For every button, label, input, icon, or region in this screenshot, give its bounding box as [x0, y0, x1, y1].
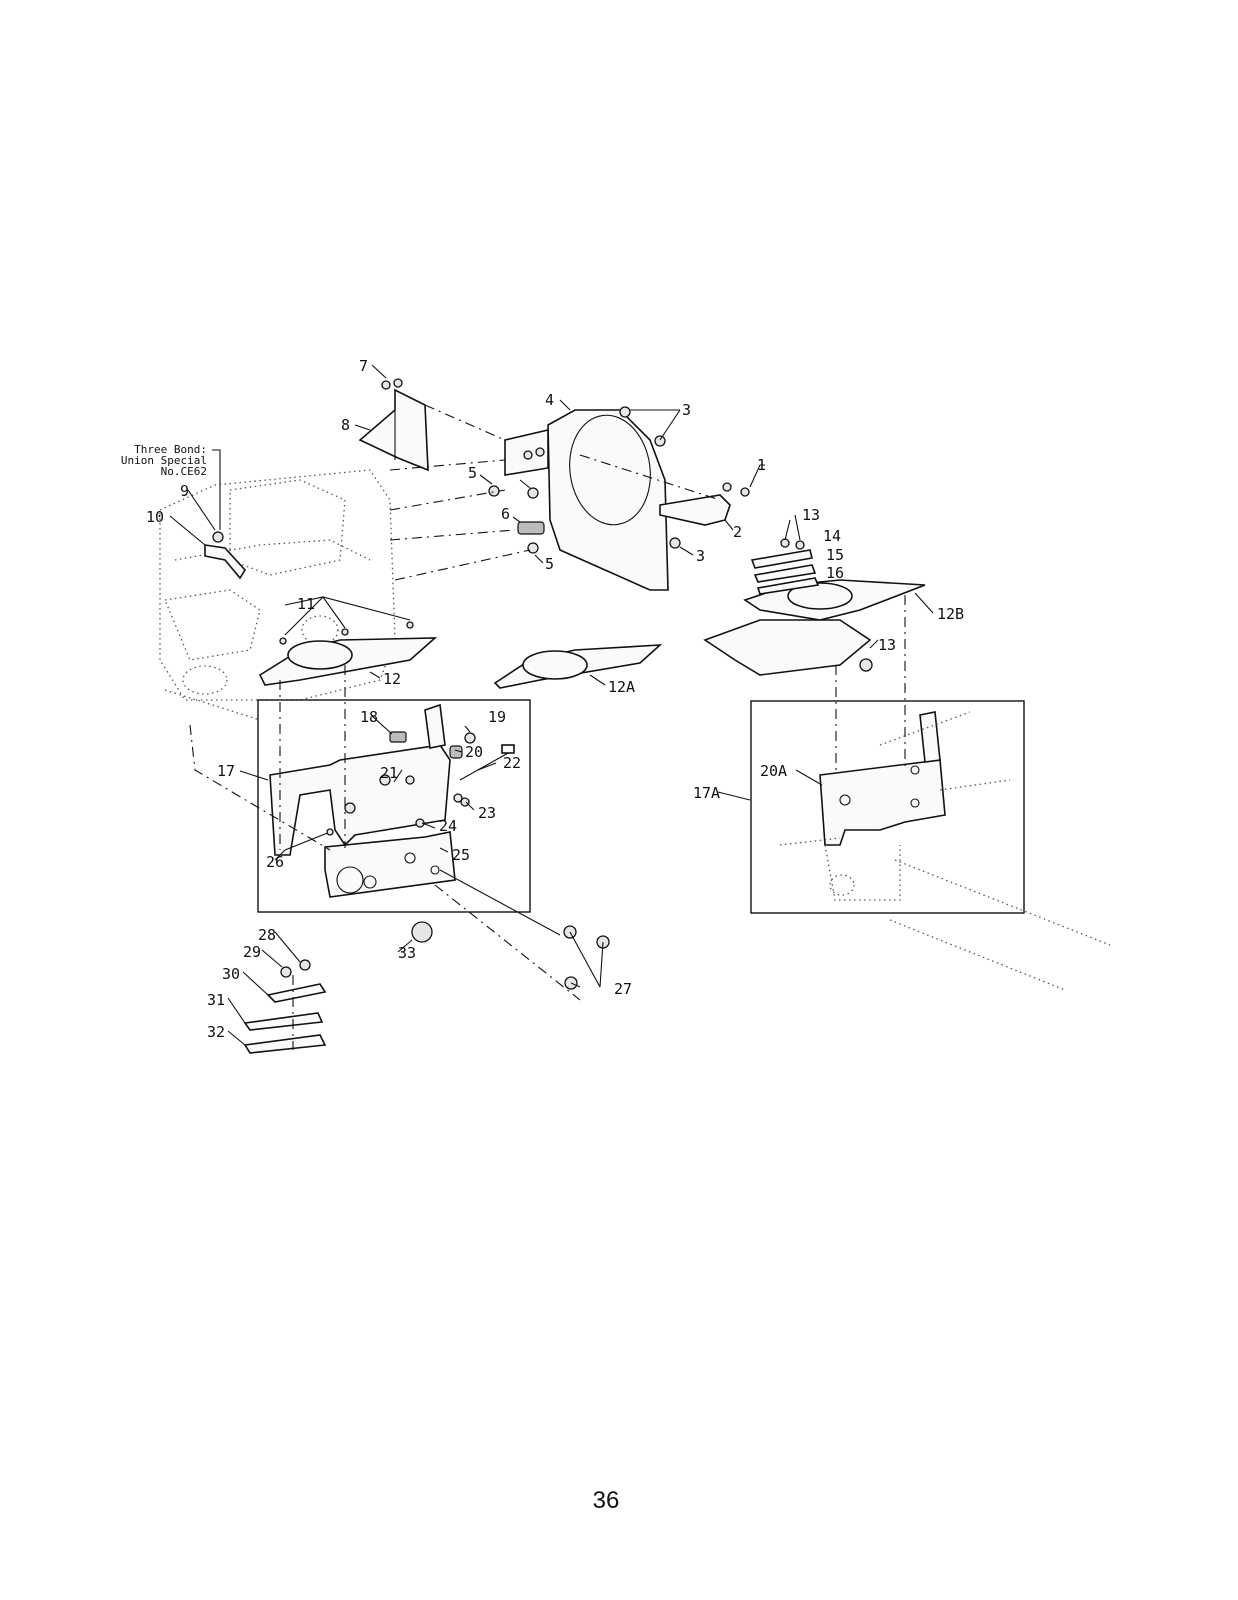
alignment-lines-top: [389, 404, 721, 581]
plate-parts-13-16: [750, 538, 873, 672]
feed-plate-part-12: [258, 621, 438, 686]
label-8: 8: [341, 416, 350, 434]
label-19: 19: [488, 708, 506, 726]
label-28: 28: [258, 926, 276, 944]
label-11: 11: [297, 595, 315, 613]
label-3-top: 3: [682, 401, 691, 419]
label-27: 27: [614, 980, 632, 998]
plug-part-33: [411, 921, 433, 943]
label-5-top: 5: [468, 464, 477, 482]
parts-18-24: [389, 731, 515, 828]
label-17: 17: [217, 762, 235, 780]
lever-part-10: [204, 531, 246, 580]
feed-bar-part-17A: [779, 711, 1111, 991]
label-29: 29: [243, 943, 261, 961]
screws-3-5-6: [488, 406, 681, 554]
parts-28-32: [243, 959, 327, 1054]
label-15: 15: [826, 546, 844, 564]
alignment-lines-17A: [835, 595, 906, 770]
label-25: 25: [452, 846, 470, 864]
note-line-1: Three Bond:: [134, 443, 207, 456]
assembly-frame-17A: [750, 700, 1025, 914]
label-7: 7: [359, 357, 368, 375]
label-1: 1: [757, 456, 766, 474]
label-3-bottom: 3: [696, 547, 705, 565]
label-12B: 12B: [937, 605, 964, 623]
label-18: 18: [360, 708, 378, 726]
feed-plate-part-12A: [493, 644, 663, 689]
label-33: 33: [398, 944, 416, 962]
bracket-part-2: [659, 482, 750, 526]
label-26: 26: [266, 853, 284, 871]
page-number: 36: [593, 1487, 620, 1514]
label-17A: 17A: [693, 784, 720, 802]
label-20: 20: [465, 743, 483, 761]
label-32: 32: [207, 1023, 225, 1041]
label-23: 23: [478, 804, 496, 822]
assembly-frame-17: [257, 699, 531, 913]
note-line-3: No.CE62: [161, 465, 207, 478]
label-22: 22: [503, 754, 521, 772]
pin-part-26: [284, 828, 334, 851]
label-20A: 20A: [760, 762, 787, 780]
label-4: 4: [545, 391, 554, 409]
label-31: 31: [207, 991, 225, 1009]
label-12A: 12A: [608, 678, 635, 696]
label-24: 24: [439, 817, 457, 835]
main-plate-part-4: [504, 409, 669, 591]
label-5-bottom: 5: [545, 555, 554, 573]
label-13-top: 13: [802, 506, 820, 524]
adhesive-note: Three Bond: Union Special No.CE62: [121, 443, 221, 530]
block-part-25: [324, 831, 456, 898]
label-16: 16: [826, 564, 844, 582]
label-14: 14: [823, 527, 841, 545]
feed-bar-part-17: [269, 703, 451, 856]
label-9: 9: [180, 482, 189, 500]
label-30: 30: [222, 965, 240, 983]
label-2: 2: [733, 523, 742, 541]
alignment-lines-17: [189, 665, 581, 1001]
label-13-bottom: 13: [878, 636, 896, 654]
label-12: 12: [383, 670, 401, 688]
label-10: 10: [146, 508, 164, 526]
label-6: 6: [501, 505, 510, 523]
note-line-2: Union Special: [121, 454, 207, 467]
label-21: 21: [380, 764, 398, 782]
feed-plate-part-12B: [703, 579, 926, 676]
leader-lines: [169, 364, 934, 1046]
bracket-part-8: [358, 378, 429, 472]
part-labels: 7 8 4 3 1 2 5 6 5 3 9 10 11 12 12A 12B 1…: [146, 357, 964, 1041]
